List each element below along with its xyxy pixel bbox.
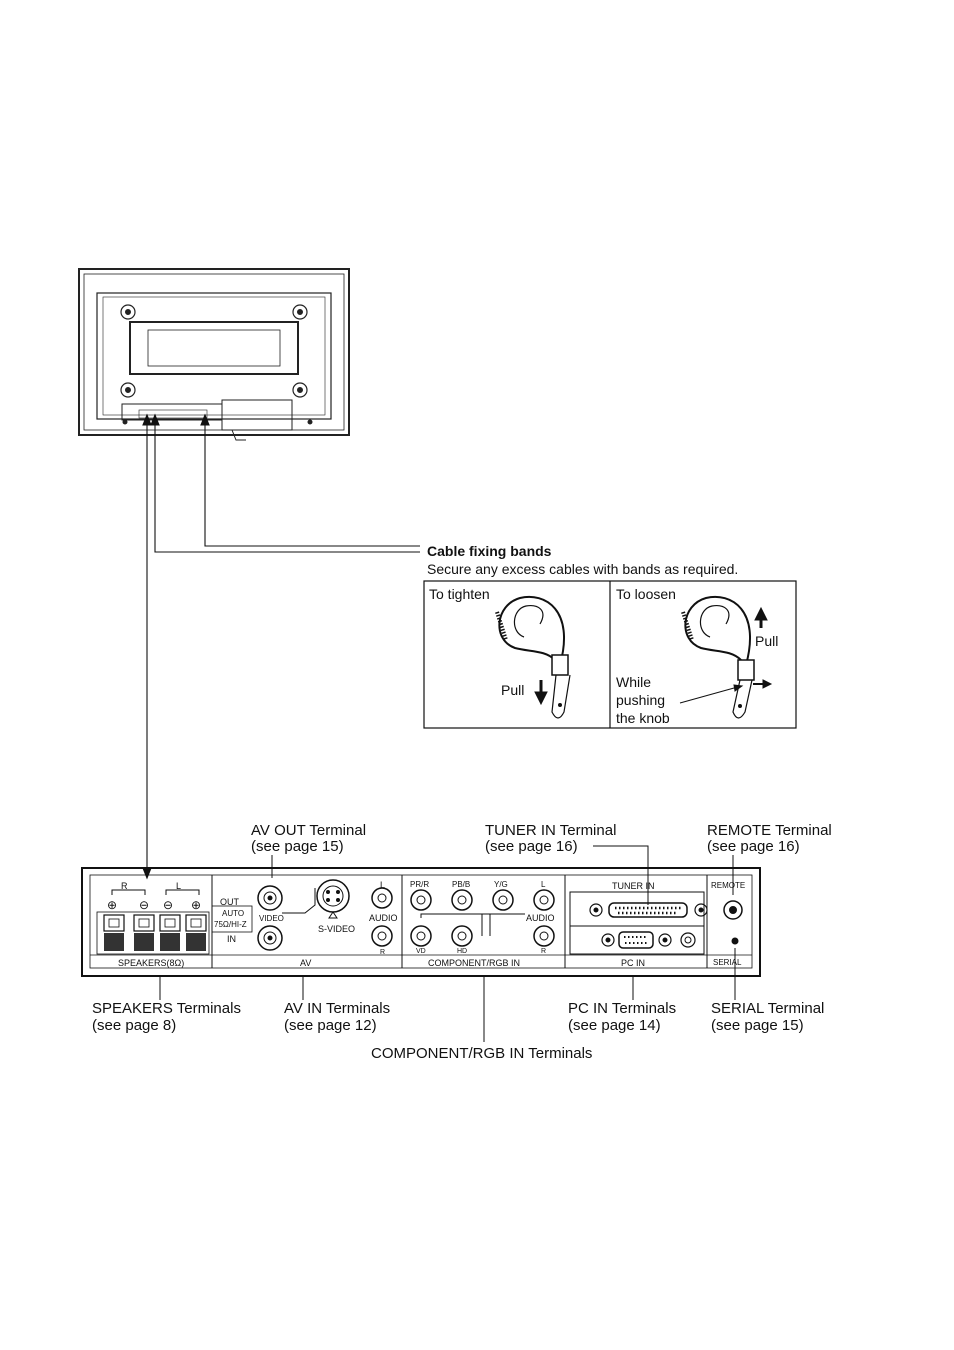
component-callout: COMPONENT/RGB IN Terminals — [371, 1045, 593, 1062]
pb-label: PB/B — [452, 880, 471, 889]
in-label: IN — [227, 934, 236, 944]
speaker-l-plus: ⊕ — [191, 898, 202, 912]
s-video-label: S-VIDEO — [318, 924, 356, 934]
tuner-in-page-ref: (see page 16) — [485, 838, 578, 855]
tighten-pull-label: Pull — [501, 682, 525, 698]
loosen-while-line3: the knob — [616, 710, 670, 726]
speakers-callout: SPEAKERS Terminals — [92, 1000, 241, 1017]
comp-audio-r-label: R — [541, 948, 547, 955]
speaker-r-plus: ⊕ — [107, 898, 118, 912]
speaker-l-label: L — [176, 881, 182, 891]
auto-label: AUTO — [222, 909, 245, 918]
impedance-label: 75Ω/HI-Z — [214, 920, 247, 929]
loosen-while-line1: While — [616, 674, 652, 690]
cable-bands-title: Cable fixing bands — [427, 543, 552, 559]
loosen-pull-label: Pull — [755, 633, 779, 649]
serial-callout: SERIAL Terminal — [711, 1000, 825, 1017]
speaker-l-minus: ⊖ — [163, 898, 174, 912]
comp-audio-l-label: L — [541, 880, 546, 889]
out-label: OUT — [220, 897, 239, 907]
loosen-band-icon — [679, 595, 773, 719]
tighten-band-icon — [495, 595, 571, 719]
cable-bands-description: Secure any excess cables with bands as r… — [427, 561, 739, 577]
pc-in-panel-label: PC IN — [621, 958, 646, 968]
tuner-in-panel-label: TUNER IN — [612, 881, 655, 891]
av-out-callout: AV OUT Terminal — [251, 822, 367, 839]
hd-label: HD — [457, 948, 468, 955]
component-panel-label: COMPONENT/RGB IN — [428, 958, 521, 968]
comp-audio-label: AUDIO — [526, 913, 555, 923]
av-audio-label: AUDIO — [369, 913, 398, 923]
speaker-r-minus: ⊖ — [139, 898, 150, 912]
leader-lines — [142, 413, 420, 880]
speaker-terminal-blocks — [96, 889, 210, 955]
terminal-callout-lines — [159, 845, 736, 1042]
av-in-page-ref: (see page 12) — [284, 1017, 377, 1034]
av-audio-r-label: R — [380, 949, 386, 956]
video-label: VIDEO — [259, 914, 284, 923]
component-section-connectors — [410, 889, 555, 947]
loosen-while-line2: pushing — [616, 692, 666, 708]
tuner-in-callout: TUNER IN Terminal — [485, 822, 617, 839]
terminal-panel — [81, 867, 761, 977]
serial-page-ref: (see page 15) — [711, 1017, 804, 1034]
av-in-callout: AV IN Terminals — [284, 1000, 391, 1017]
yg-label: Y/G — [494, 880, 508, 889]
remote-serial-connectors — [723, 900, 743, 945]
serial-panel-label: SERIAL — [713, 958, 742, 967]
pc-in-callout: PC IN Terminals — [568, 1000, 677, 1017]
speakers-panel-label: SPEAKERS(8Ω) — [118, 958, 185, 968]
remote-callout: REMOTE Terminal — [707, 822, 832, 839]
cable-band-box — [423, 580, 797, 729]
av-out-page-ref: (see page 15) — [251, 838, 344, 855]
av-section-connectors — [211, 879, 393, 951]
av-audio-l-label: L — [380, 880, 386, 890]
remote-panel-label: REMOTE — [711, 881, 746, 890]
tuner-pc-connectors — [569, 891, 708, 955]
pr-label: PR/R — [410, 880, 430, 889]
speakers-page-ref: (see page 8) — [92, 1017, 177, 1034]
av-panel-label: AV — [300, 958, 312, 968]
vd-label: VD — [416, 948, 426, 955]
monitor-rear-view — [78, 268, 350, 441]
pc-in-page-ref: (see page 14) — [568, 1017, 661, 1034]
remote-page-ref: (see page 16) — [707, 838, 800, 855]
speaker-r-label: R — [121, 881, 128, 891]
tighten-label: To tighten — [429, 586, 490, 602]
loosen-label: To loosen — [616, 586, 676, 602]
